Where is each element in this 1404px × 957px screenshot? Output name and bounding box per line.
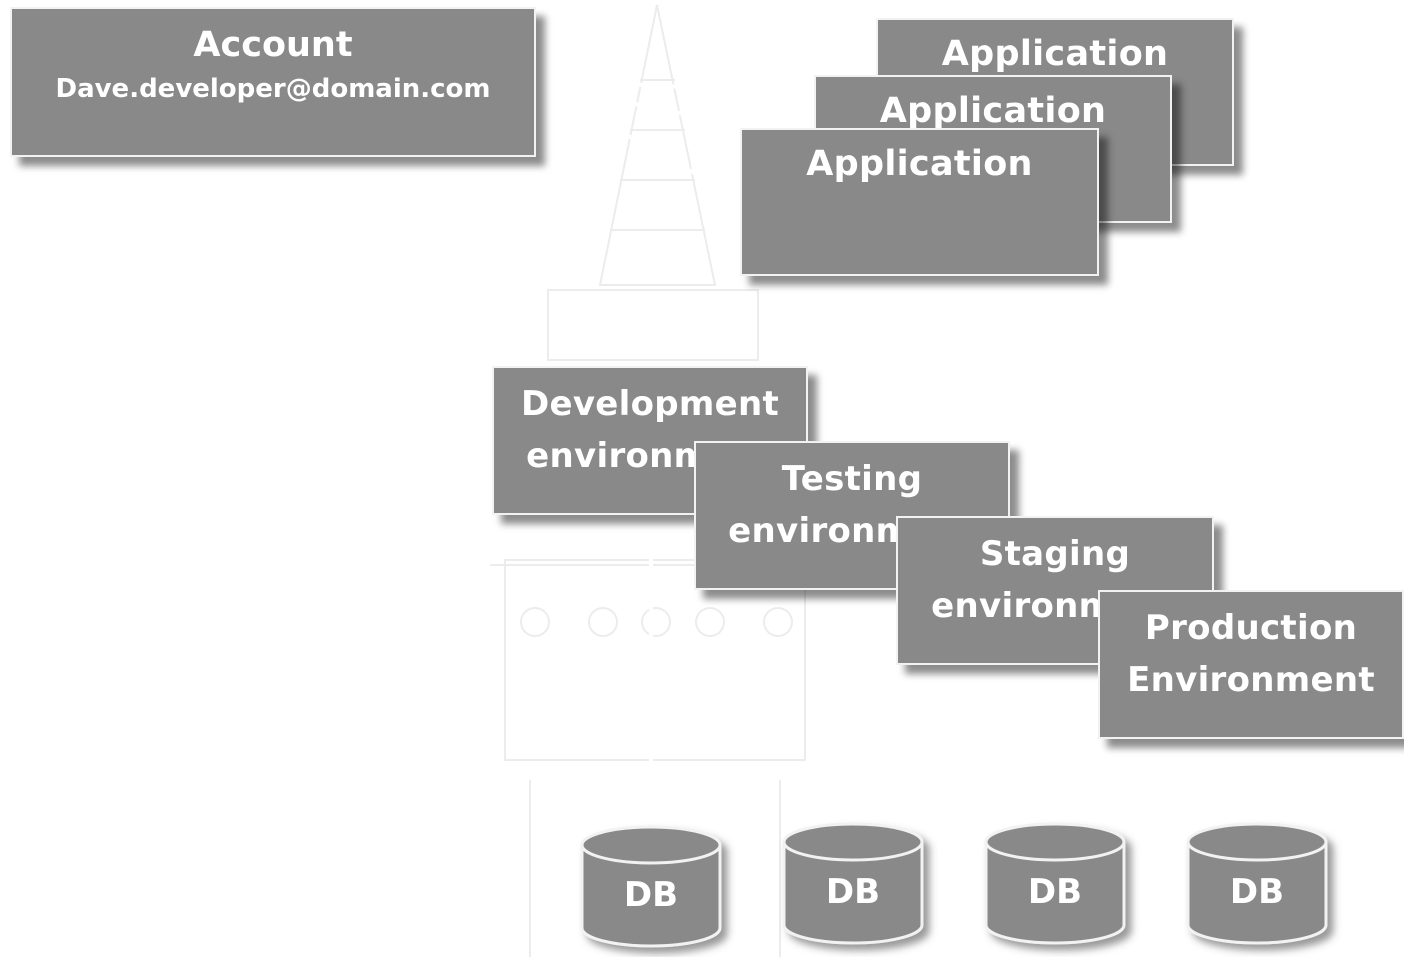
application-label: Application	[879, 91, 1107, 131]
account-to-application-1-arrow	[535, 82, 738, 198]
application-label: Application	[941, 34, 1169, 74]
account-title: Account	[193, 25, 353, 65]
application-box-1: Application	[740, 128, 1099, 276]
database-cylinder-1	[580, 825, 722, 948]
account-box: Account Dave.developer@domain.com	[10, 7, 536, 157]
application-to-testing-arrow	[853, 281, 920, 437]
account-email: Dave.developer@domain.com	[55, 74, 491, 104]
environment-label-line1: Production	[1144, 608, 1358, 648]
database-label-4: DB	[1229, 872, 1285, 912]
database-label-3: DB	[1027, 872, 1083, 912]
application-label: Application	[806, 144, 1033, 184]
database-label-2: DB	[825, 872, 881, 912]
production-environment-box: Production Environment	[1098, 590, 1404, 739]
application-to-staging-arrow	[916, 280, 1052, 511]
database-cylinder-4	[1186, 822, 1328, 945]
database-label-1: DB	[623, 875, 679, 915]
database-cylinder-2	[782, 822, 924, 945]
environment-label-line2: Environment	[1127, 660, 1375, 700]
application-to-development-arrow	[773, 280, 919, 362]
database-cylinder-3	[984, 822, 1126, 945]
environment-label-line1: Testing	[781, 459, 923, 499]
environment-label-line1: Development	[520, 384, 780, 424]
environment-label-line1: Staging	[979, 534, 1131, 574]
